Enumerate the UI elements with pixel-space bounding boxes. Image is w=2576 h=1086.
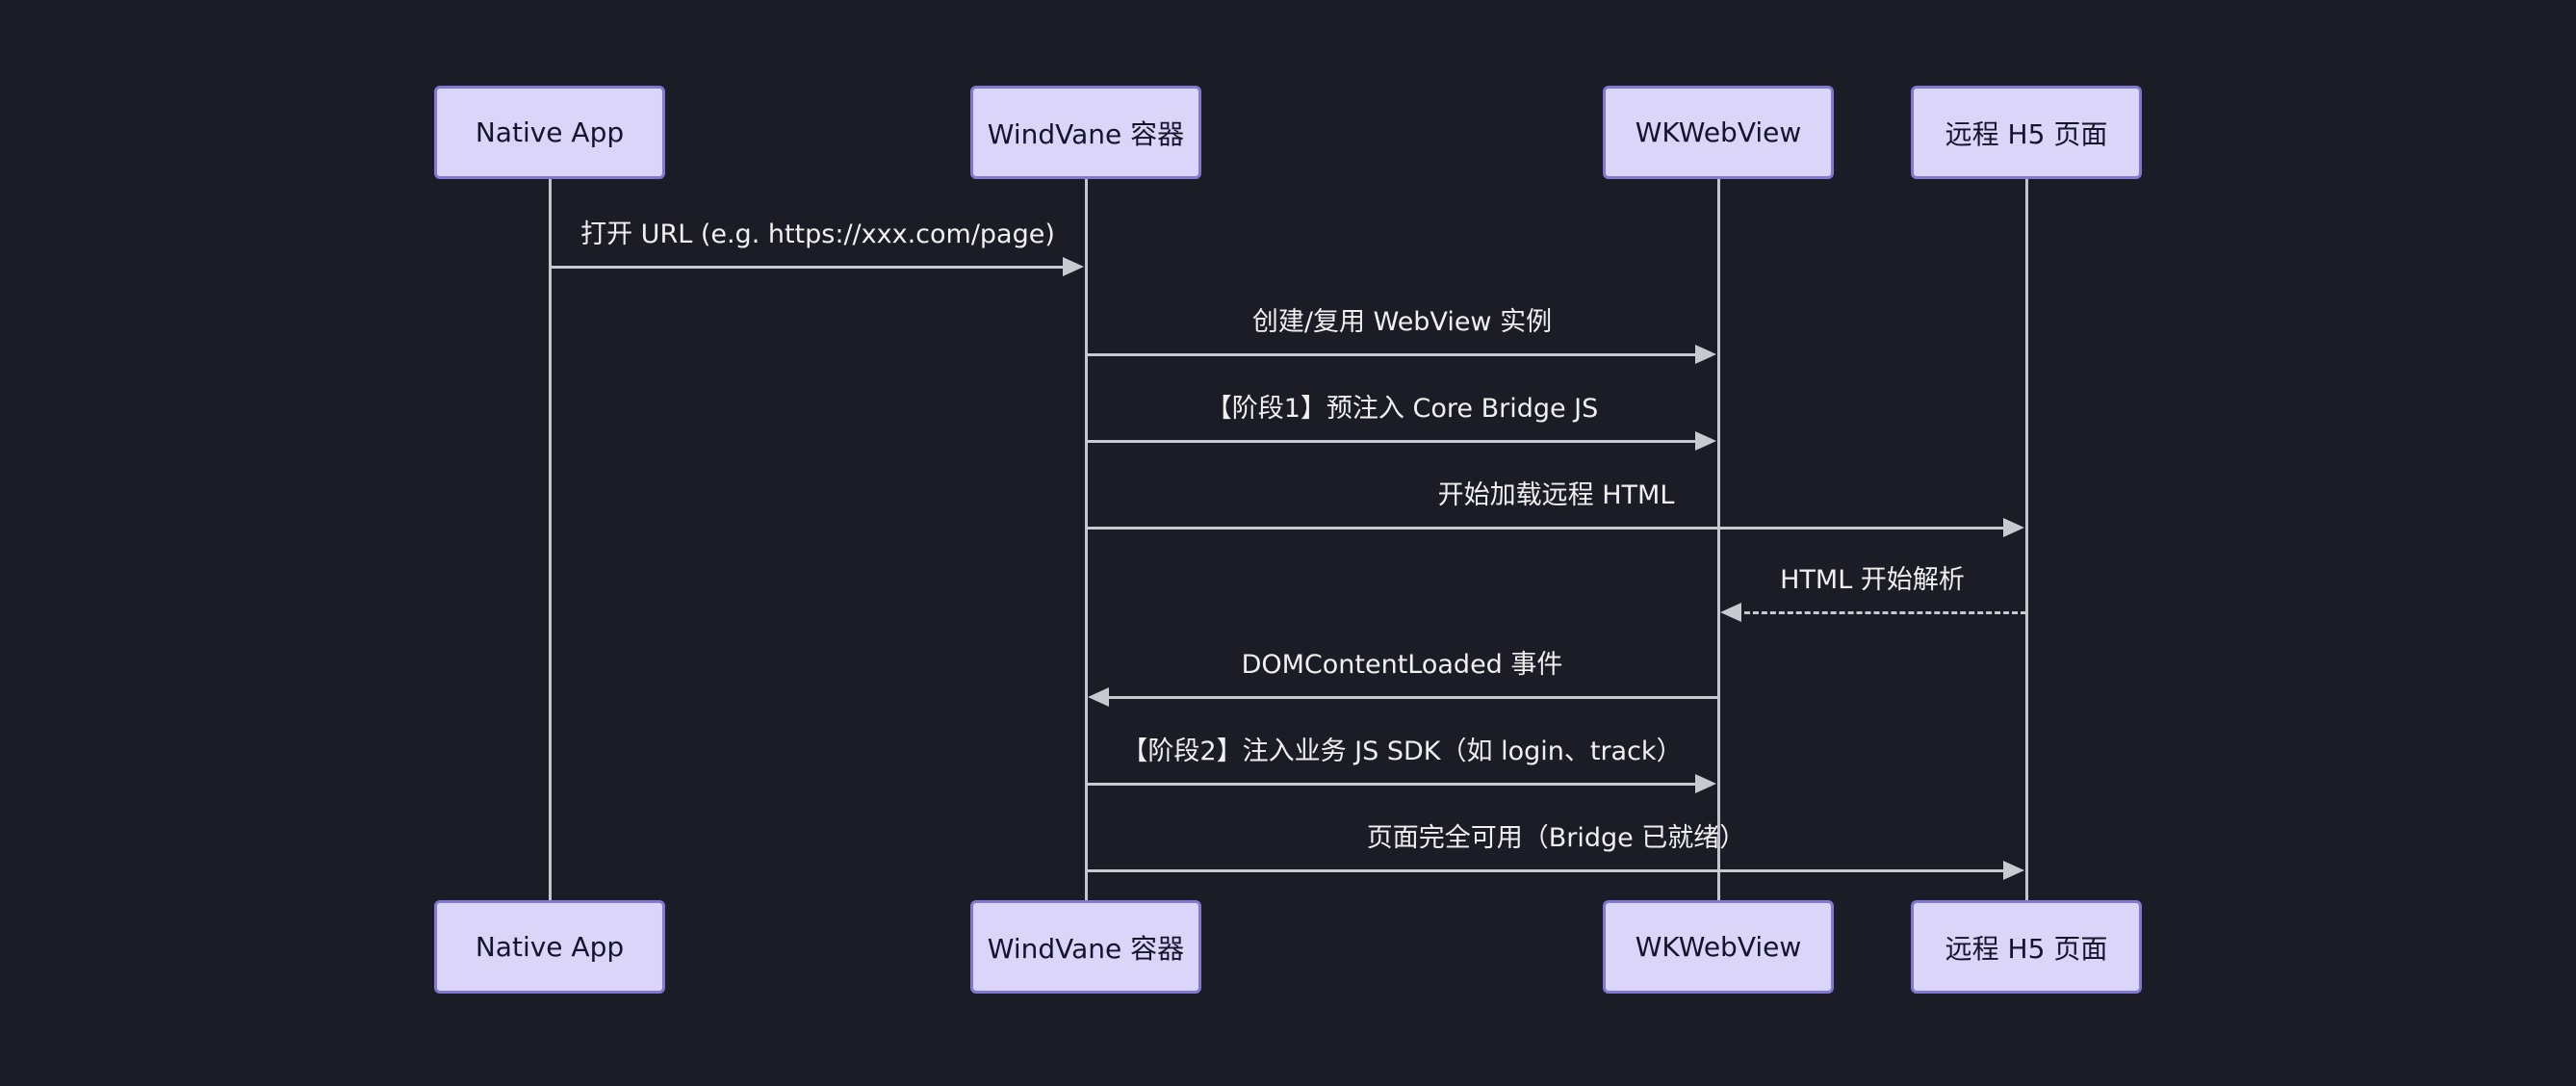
message-arrowhead-3 [2003,518,2024,537]
actor-windvane-bottom: WindVane 容器 [970,900,1201,994]
actor-wkwebview-bottom: WKWebView [1603,900,1834,994]
message-line-7 [1086,868,2009,872]
message-line-2 [1086,439,1701,443]
lifeline-wkwebview [1716,177,1720,903]
message-arrowhead-6 [1695,774,1716,793]
message-label-0: 打开 URL (e.g. https://xxx.com/page) [580,220,1055,249]
actor-remote-h5-top: 远程 H5 页面 [1911,86,2142,179]
message-label-4: HTML 开始解析 [1780,565,1965,595]
message-arrowhead-0 [1063,257,1084,276]
actor-native-app-top: Native App [434,86,665,179]
actor-wkwebview-top: WKWebView [1603,86,1834,179]
lifeline-remote-h5 [2024,177,2028,903]
message-label-7: 页面完全可用（Bridge 已就绪） [1366,823,1746,853]
message-line-6 [1086,782,1701,786]
message-label-3: 开始加载远程 HTML [1437,480,1675,510]
message-label-6: 【阶段2】注入业务 JS SDK（如 login、track） [1121,737,1683,766]
message-arrowhead-2 [1695,431,1716,451]
message-label-2: 【阶段1】预注入 Core Bridge JS [1205,394,1599,424]
message-label-5: DOMContentLoaded 事件 [1241,650,1563,680]
message-label-1: 创建/复用 WebView 实例 [1251,307,1553,337]
message-line-5 [1103,695,1718,699]
message-arrowhead-5 [1088,687,1109,707]
message-line-3 [1086,526,2009,530]
actor-native-app-bottom: Native App [434,900,665,994]
message-line-4 [1736,610,2026,614]
message-arrowhead-7 [2003,861,2024,880]
actor-remote-h5-bottom: 远程 H5 页面 [1911,900,2142,994]
lifeline-native-app [548,177,552,903]
actor-windvane-top: WindVane 容器 [970,86,1201,179]
message-line-1 [1086,352,1701,356]
lifeline-windvane [1084,177,1088,903]
message-arrowhead-4 [1720,603,1741,622]
message-arrowhead-1 [1695,345,1716,364]
message-line-0 [550,265,1069,269]
